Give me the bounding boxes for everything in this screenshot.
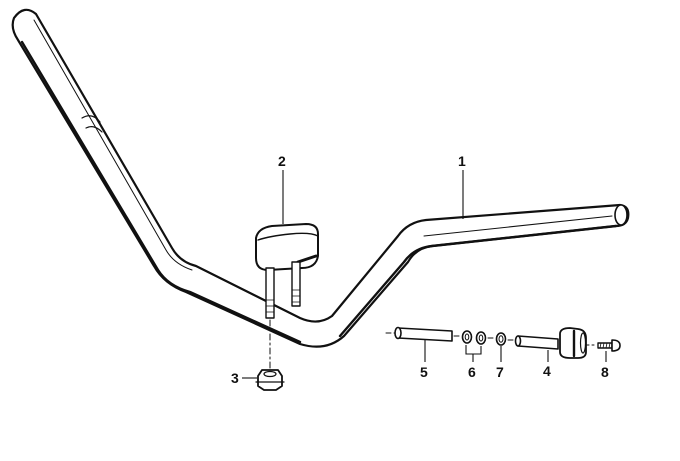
washer-b [475, 331, 487, 345]
callout-1: 1 [458, 153, 466, 219]
callout-label-5: 5 [420, 364, 428, 380]
clamp-shade [296, 254, 318, 264]
handlebar-outline-outer [11, 8, 630, 348]
callout-4: 4 [543, 350, 551, 379]
clamp-stud-threads [265, 289, 301, 313]
nut-body [257, 369, 283, 391]
handlebar-part [11, 8, 630, 348]
callout-label-2: 2 [278, 153, 286, 169]
callout-8: 8 [601, 351, 609, 380]
o-ring-hole [498, 335, 504, 343]
screw-threads [599, 342, 611, 349]
sleeve-body [397, 327, 453, 342]
callout-label-8: 8 [601, 364, 609, 380]
clamp-top-face [257, 232, 319, 241]
end-weight-assembly [385, 326, 621, 359]
callout-2: 2 [278, 153, 286, 224]
handlebar-end-cap [614, 204, 628, 226]
callout-3: 3 [231, 370, 257, 386]
clamp-stud-left [265, 267, 275, 319]
callout-7: 7 [496, 346, 504, 380]
handlebar-outline-inner [33, 19, 193, 271]
callout-label-4: 4 [543, 363, 551, 379]
handlebar-shadow-left [20, 40, 302, 344]
handlebar-bend-mark [81, 115, 103, 133]
bar-end-head-face [579, 332, 587, 354]
clamp-body [255, 223, 319, 271]
clamp-stud-right [291, 261, 301, 307]
nut-hole [263, 370, 277, 378]
bar-end-shaft [517, 335, 559, 350]
callout-6: 6 [465, 345, 482, 380]
nut-part [255, 369, 285, 391]
handlebar-shadow-right [338, 224, 618, 338]
sleeve-end [394, 326, 402, 340]
washer-b-hole [478, 334, 484, 342]
callout-label-7: 7 [496, 364, 504, 380]
callout-label-6: 6 [468, 364, 476, 380]
clamp-part [255, 223, 319, 369]
washer-a-hole [464, 333, 470, 341]
screw-head [611, 339, 621, 352]
o-ring [495, 332, 507, 346]
assembly-axis-line [385, 332, 597, 346]
callout-label-1: 1 [458, 153, 466, 169]
washer-a [461, 330, 473, 344]
callout-5: 5 [420, 340, 428, 380]
callout-label-3: 3 [231, 370, 239, 386]
handlebar-highlight-right [423, 215, 613, 237]
bar-end-shaft-tip [514, 335, 522, 347]
